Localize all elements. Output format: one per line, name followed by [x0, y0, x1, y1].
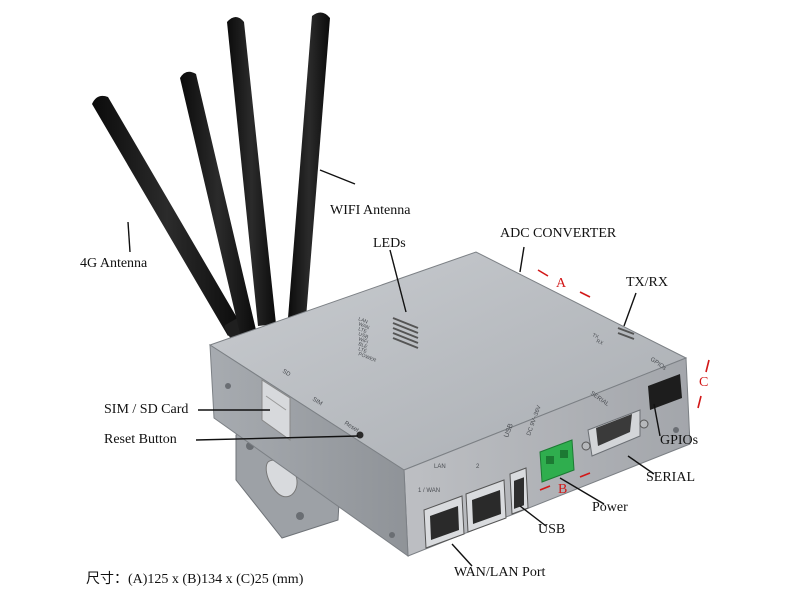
dim-c-tick	[705, 359, 710, 373]
led-name: LAN	[357, 316, 369, 325]
led-name: BLE	[357, 341, 369, 350]
reset-button-hole	[356, 431, 364, 439]
dimension-c-label: C	[699, 375, 709, 390]
leader-adc-converter	[519, 246, 525, 273]
antenna-wifi	[288, 12, 330, 318]
leader-leds	[389, 249, 407, 313]
bracket-screw	[296, 512, 304, 520]
leader-serial	[627, 455, 655, 475]
label-power: Power	[592, 500, 628, 515]
leader-power	[559, 477, 605, 505]
led-name: WAN	[357, 321, 370, 331]
antenna-wifi	[227, 17, 276, 326]
device-text-port2: 2	[476, 464, 480, 470]
led-name: USB	[357, 331, 369, 341]
label-adc-converter: ADC CONVERTER	[500, 226, 617, 241]
leader-gpios	[653, 403, 661, 437]
dimension-a-label: A	[556, 276, 567, 291]
device-text-sd: SD	[281, 369, 292, 379]
led-name: LTE	[357, 326, 368, 335]
label-serial: SERIAL	[646, 470, 695, 485]
leader-wan-lan	[451, 543, 473, 567]
led-name: LTE	[357, 346, 368, 355]
leader-wifi-antenna	[319, 169, 356, 185]
label-sim-sd-card: SIM / SD Card	[104, 402, 189, 417]
dimension-b-label: B	[558, 482, 568, 497]
label-tx-rx: TX/RX	[626, 275, 668, 290]
dim-a-tick	[579, 291, 591, 298]
leader-tx-rx	[623, 292, 637, 327]
sim-sd-slot	[261, 379, 291, 441]
gpio-header	[648, 374, 682, 410]
tx-rx-leds	[617, 327, 635, 340]
dimensions-caption: 尺寸：(A)125 x (B)134 x (C)25 (mm)	[86, 572, 304, 587]
device-text-wan: 1 / WAN	[418, 488, 440, 494]
label-gpios: GPIOs	[660, 433, 699, 448]
leader-reset	[195, 435, 359, 441]
device-text-usb: USB	[503, 422, 515, 438]
dim-b-tick	[539, 485, 551, 491]
label-reset-button: Reset Button	[104, 432, 177, 447]
rj45-port-lan	[465, 479, 507, 533]
rj45-port-wan	[423, 495, 465, 549]
label-wan-lan-port: WAN/LAN Port	[454, 565, 546, 580]
device-text-sim: SIM	[311, 397, 323, 408]
led-name: WiFi	[357, 336, 369, 345]
label-leds: LEDs	[373, 236, 406, 251]
leader-4g-antenna	[127, 221, 131, 253]
usb-port	[509, 467, 529, 515]
led-indicator-strip	[392, 317, 419, 349]
dimension-markers	[537, 269, 710, 491]
power-terminal-block	[539, 439, 575, 483]
leader-lines	[127, 169, 661, 567]
label-4g-antenna: 4G Antenna	[80, 256, 148, 271]
serial-db9-port	[581, 409, 649, 457]
device-text-rx: RX	[595, 338, 604, 347]
device-text-lan: LAN	[434, 464, 446, 470]
dim-c-tick	[697, 395, 702, 409]
dim-b-tick	[579, 472, 591, 478]
antenna-4g	[180, 71, 256, 334]
dim-a-tick	[537, 269, 549, 277]
label-wifi-antenna: WIFI Antenna	[330, 203, 411, 218]
leader-usb	[519, 505, 547, 527]
label-usb: USB	[538, 522, 566, 537]
device-text-tx: TX	[591, 332, 600, 340]
